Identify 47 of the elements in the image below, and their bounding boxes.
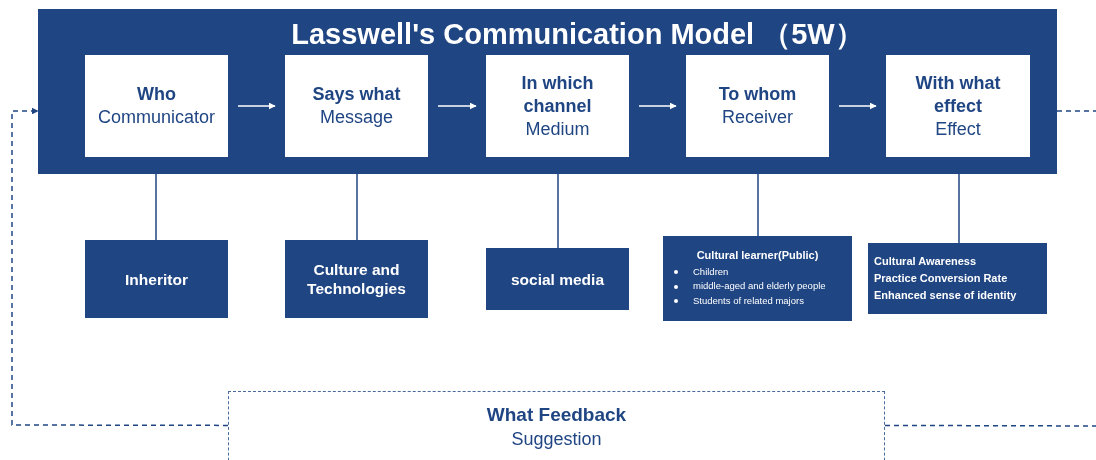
- arrow: [838, 102, 877, 110]
- box-heading: Cultural learner(Public): [696, 248, 819, 261]
- step-subtitle: Communicator: [97, 106, 215, 129]
- connector-line: [1056, 110, 1096, 112]
- step-box: [285, 55, 428, 157]
- step-subtitle: Receiver: [722, 106, 793, 129]
- step-box: [686, 55, 829, 157]
- step-box: [486, 55, 629, 157]
- model-panel: [38, 9, 1057, 174]
- box-label: Enhanced sense of identity: [874, 288, 1017, 303]
- list-item: middle-aged and elderly people: [693, 279, 826, 294]
- connector-line: [557, 173, 559, 249]
- arrow: [437, 102, 477, 110]
- box-label: Practice Conversion Rate: [874, 271, 1008, 286]
- detail-box: [663, 236, 852, 321]
- step-box: [886, 55, 1030, 157]
- detail-box: [85, 240, 228, 318]
- box-label: social media: [509, 269, 606, 289]
- arrow: [11, 107, 229, 427]
- step-heading: Who: [136, 83, 177, 106]
- step-heading: Says what: [311, 83, 402, 106]
- detail-box: [285, 240, 428, 318]
- step-subtitle: Effect: [935, 117, 981, 141]
- step-subtitle: Medium: [525, 117, 590, 141]
- panel-heading: Lasswell's Communication Model （5W）: [291, 17, 864, 52]
- connector-line: [884, 424, 1096, 427]
- connector-line: [757, 173, 759, 237]
- connector-line: [155, 173, 157, 241]
- step-heading: In which channel: [520, 71, 595, 118]
- box-label: Cultural Awareness: [874, 254, 977, 269]
- step-heading: To whom: [717, 83, 798, 106]
- list-item: Children: [693, 264, 729, 279]
- arrow: [638, 102, 677, 110]
- detail-box: [868, 243, 1047, 314]
- box-label: Culture and Technologies: [306, 260, 407, 298]
- detail-box: [486, 248, 629, 310]
- step-box: [85, 55, 228, 157]
- step-heading: With what effect: [914, 71, 1002, 118]
- feedback-heading: What Feedback: [486, 403, 627, 427]
- box-label: Inheritor: [124, 269, 189, 289]
- list-item: Students of related majors: [693, 293, 804, 308]
- arrow: [237, 102, 276, 110]
- connector-line: [958, 173, 960, 244]
- feedback-subtitle: Suggestion: [511, 428, 602, 451]
- connector-line: [356, 173, 358, 241]
- feedback-box: [228, 391, 885, 460]
- step-subtitle: Message: [319, 106, 393, 129]
